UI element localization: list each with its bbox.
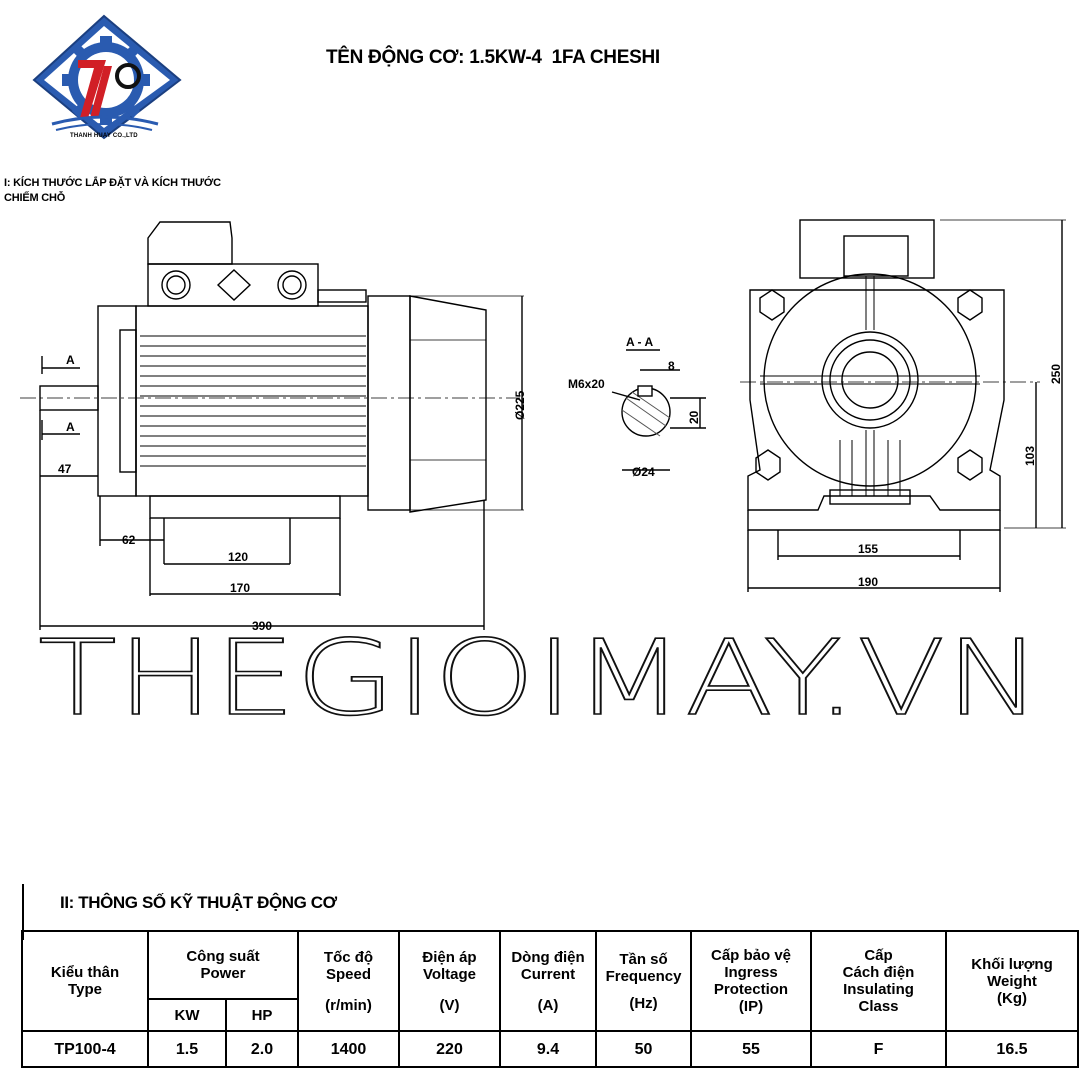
section-1-line-1: I: KÍCH THƯỚC LẮP ĐẶT VÀ KÍCH THƯỚC (4, 177, 221, 189)
header-type: Kiểu thân Type (21, 930, 149, 1032)
dim-body-diameter: Ø225 (513, 390, 527, 420)
dim-foot-offset: 62 (122, 533, 136, 547)
cell-ip: 55 (690, 1030, 812, 1068)
dim-center-height: 103 (1023, 446, 1037, 466)
section-1-line-2: CHIẾM CHỖ (4, 192, 66, 204)
dim-key-height: 20 (687, 410, 701, 424)
section-2-heading: II: THÔNG SỐ KỸ THUẬT ĐỘNG CƠ (60, 893, 337, 912)
header-insulation: Cấp Cách điện Insulating Class (810, 930, 947, 1032)
dim-base-width: 190 (858, 575, 878, 589)
header-current: Dòng điện Current (A) (499, 930, 597, 1032)
dim-total-length: 390 (252, 619, 272, 633)
cell-type: TP100-4 (21, 1030, 149, 1068)
header-power-hp: HP (225, 998, 299, 1032)
header-ip: Cấp bảo vệ Ingress Protection (IP) (690, 930, 812, 1032)
motor-drawing: A A 47 62 120 170 390 Ø225 A - A M6x20 8… (20, 219, 1066, 633)
cell-frequency: 50 (595, 1030, 692, 1068)
header-speed: Tốc độ Speed (r/min) (297, 930, 400, 1032)
dim-foot-hole: 120 (228, 550, 248, 564)
watermark-text: THEGIOIMAY.VN (38, 618, 1042, 730)
dim-total-height: 250 (1049, 364, 1063, 384)
header-voltage: Điện áp Voltage (V) (398, 930, 501, 1032)
cell-current: 9.4 (499, 1030, 597, 1068)
section-mark-top: A (66, 353, 75, 367)
dim-thread: M6x20 (568, 377, 605, 391)
cell-insulation: F (810, 1030, 947, 1068)
watermark: THEGIOIMAY.VN (37, 618, 1043, 730)
header-power: Công suất Power (147, 930, 299, 1000)
front-view (740, 219, 1066, 592)
dim-hole-span: 155 (858, 542, 878, 556)
spec-table: Kiểu thân Type Công suất Power Tốc độ Sp… (21, 930, 1079, 1068)
page-title: TÊN ĐỘNG CƠ: 1.5KW-4 1FA CHESHI (326, 47, 660, 68)
cell-weight: 16.5 (945, 1030, 1079, 1068)
header-frequency: Tần số Frequency (Hz) (595, 930, 692, 1032)
dim-shaft-length: 47 (58, 462, 72, 476)
header-power-kw: KW (147, 998, 227, 1032)
cell-hp: 2.0 (225, 1030, 299, 1068)
cell-speed: 1400 (297, 1030, 400, 1068)
dim-shaft-diameter: Ø24 (632, 465, 655, 479)
spec-frame-line (22, 884, 24, 940)
side-view (20, 221, 524, 630)
cell-voltage: 220 (398, 1030, 501, 1068)
cell-kw: 1.5 (147, 1030, 227, 1068)
header-weight: Khối lượng Weight (Kg) (945, 930, 1079, 1032)
company-logo (32, 14, 188, 150)
section-title: A - A (626, 335, 653, 349)
table-row: TP100-4 1.5 2.0 1400 220 9.4 50 55 F 16.… (21, 1030, 1079, 1068)
section-a-a (611, 349, 706, 471)
logo-caption: THANH HUAY CO.,LTD (70, 133, 138, 139)
dim-foot-length: 170 (230, 581, 250, 595)
dim-key-width: 8 (668, 359, 675, 373)
section-1-heading: I: KÍCH THƯỚC LẮP ĐẶT VÀ KÍCH THƯỚC CHIẾ… (4, 176, 294, 206)
section-mark-bottom: A (66, 420, 75, 434)
